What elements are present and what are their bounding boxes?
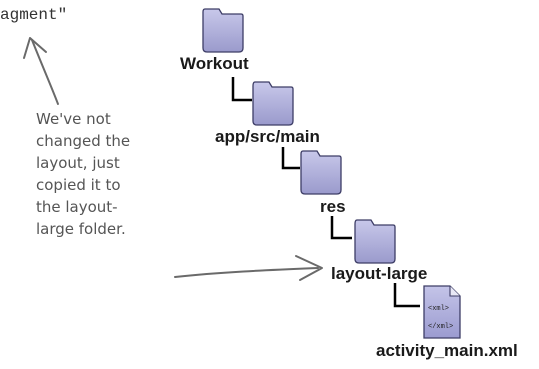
annotation-line: We've not [36, 110, 111, 128]
code-fragment: agment" [0, 6, 68, 24]
folder-label-res: res [320, 197, 346, 216]
folder-label-workout: Workout [180, 54, 249, 73]
folder-label-layout-large: layout-large [331, 264, 428, 283]
annotation-note: We've not changed the layout, just copie… [36, 108, 172, 240]
annotation-line: copied it to [36, 176, 121, 194]
file-label-activity-main: activity_main.xml [376, 341, 518, 360]
folder-icon-workout [202, 8, 244, 53]
annotation-line: the layout- [36, 198, 118, 216]
annotation-line: large folder. [36, 220, 126, 238]
folder-icon-layout-large [354, 219, 396, 264]
xml-open-tag: <xml> [428, 305, 449, 313]
xml-file-icon: <xml> </xml> [423, 285, 461, 339]
folder-icon-app-src-main [252, 81, 294, 126]
xml-close-tag: </xml> [428, 323, 453, 331]
tree-connectors [231, 77, 420, 308]
folder-icon-res [300, 150, 342, 195]
folder-label-app-src-main: app/src/main [215, 127, 320, 146]
annotation-line: changed the [36, 132, 131, 150]
pointer-arrow-right [174, 255, 323, 281]
annotation-line: layout, just [36, 154, 120, 172]
pointer-arrow-up [23, 37, 59, 105]
